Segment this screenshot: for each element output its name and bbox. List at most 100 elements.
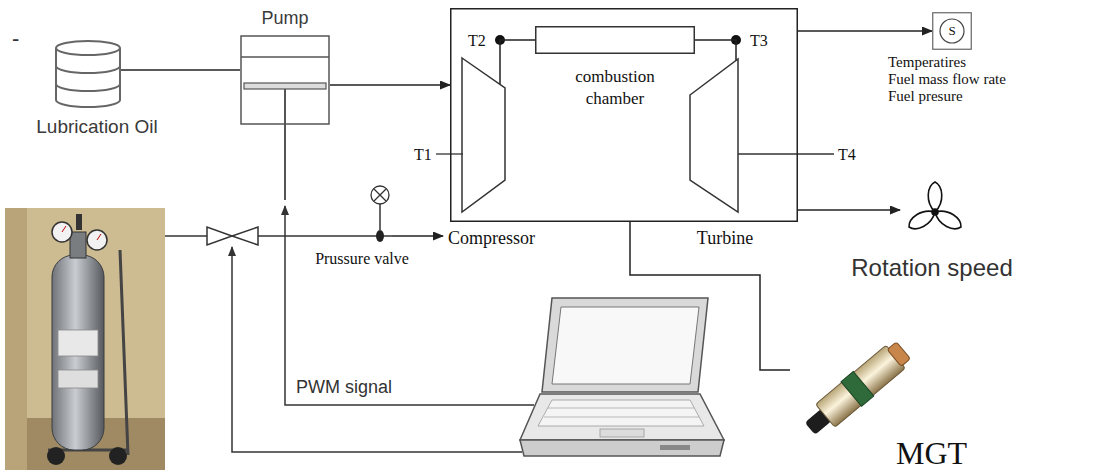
fan-icon-outline: [906, 182, 965, 233]
laptop-illustration: [520, 298, 724, 456]
mgt-photo-outline: [841, 371, 874, 406]
part-label: Rotation speed: [851, 254, 1012, 283]
combustion-chamber: combustion chamber: [535, 26, 695, 54]
laptop-illustration: [538, 400, 704, 426]
pump-box: Pump: [240, 35, 330, 125]
sensor-box-outline: [940, 19, 964, 43]
gas-cylinder-photo: [62, 226, 66, 232]
connector-line: [798, 209, 900, 211]
sensor-label: T4: [838, 145, 856, 164]
laptop-illustration: [548, 408, 694, 409]
compressor-shape-outline: [462, 58, 505, 212]
part-label: Turbine: [697, 228, 753, 250]
pump-box-outline: [284, 89, 286, 124]
probe-line: [738, 153, 834, 154]
fan-icon-outline: [928, 182, 942, 212]
laptop-illustration: [542, 298, 708, 392]
pressure-valve-outline: [379, 204, 381, 230]
gas-cylinder-photo: [87, 230, 107, 250]
pressure-valve-outline: [376, 230, 384, 242]
gas-cylinder-photo: [58, 370, 98, 388]
connector-line: [330, 84, 450, 86]
sensor-label: T1: [414, 145, 432, 164]
probe-line: [436, 153, 463, 154]
pressure-valve-outline: [371, 186, 389, 204]
sensor-box: S: [932, 12, 972, 50]
gas-cylinder-photo: [120, 250, 128, 455]
gas-cylinder-photo: [58, 330, 98, 356]
gas-line: [165, 235, 207, 237]
engine-housing-outline: [451, 9, 798, 222]
part-label: Compressor: [448, 228, 535, 250]
pump-box-outline: [241, 56, 329, 58]
pressure-valve-outline: [368, 185, 392, 243]
sensor-box-outline: [933, 13, 972, 50]
gas-cylinder-photo: [97, 234, 101, 240]
mgt-photo-outline: [887, 342, 910, 367]
mark-label: -: [12, 26, 19, 52]
signal-label: PWM signal: [296, 377, 392, 399]
oil-drum-outline: [56, 66, 120, 91]
connector-line: [121, 69, 240, 71]
combustion-chamber-outline: [535, 26, 695, 54]
oil-drum-outline: [55, 40, 121, 108]
oil-drum-outline: [56, 48, 120, 107]
laptop-illustration: [660, 445, 690, 450]
pressure-valve-outline: [374, 189, 386, 201]
part-label: Lubrication Oil: [36, 116, 157, 139]
turbine-shape: Turbine: [680, 58, 770, 252]
gas-cylinder-photo: [47, 447, 65, 465]
measurement-label: Fuel mass flow rate: [888, 70, 1006, 88]
laptop-illustration: [552, 307, 699, 384]
fan-icon-outline: [932, 206, 965, 233]
connector-line: [500, 40, 535, 84]
sensor-letter: S: [948, 23, 955, 39]
valve-control-wire: [232, 247, 522, 452]
connector-line: [630, 222, 790, 370]
oil-drum: Lubrication Oil: [55, 40, 121, 108]
gas-cylinder-photo: [5, 208, 27, 470]
fan-icon-outline: [900, 180, 970, 244]
connector-line: [392, 235, 443, 237]
part-label: combustion chamber: [565, 66, 665, 110]
gas-line: [258, 235, 392, 237]
mgt-photo-outline: [790, 330, 935, 440]
engine-housing-outline: [450, 8, 798, 222]
part-label: Prussure valve: [315, 249, 409, 268]
three-way-valve-symbol: [207, 227, 258, 245]
turbine-shape-outline: [680, 58, 770, 252]
pump-box-outline: [241, 36, 329, 124]
gas-cylinder-photo: [5, 208, 165, 470]
measurement-label: Temperatires: [888, 53, 966, 71]
gas-cylinder-photo: [5, 208, 165, 470]
laptop-illustration: [600, 429, 644, 437]
sensor-label: T2: [468, 31, 486, 50]
pump-box-outline: [244, 83, 326, 89]
laptop-illustration: [544, 417, 699, 418]
part-label: Pump: [261, 8, 308, 30]
connector-line: [695, 40, 736, 61]
combustion-chamber-outline: [536, 27, 695, 54]
three-way-valve-symbol: [207, 227, 232, 245]
gas-cylinder-photo: [109, 447, 127, 465]
fan-icon-outline: [932, 209, 938, 215]
connector-line: [798, 30, 932, 32]
mgt-photo: MGT: [790, 330, 935, 440]
three-way-valve-symbol: [232, 227, 258, 245]
mgt-photo-outline: [800, 338, 914, 441]
sensor-label: T3: [750, 31, 768, 50]
turbine-shape-outline: [690, 59, 738, 212]
laptop-illustration: [520, 394, 724, 440]
gas-cylinder-photo: [52, 255, 104, 450]
pump-box-outline: [240, 35, 330, 125]
engine-housing: T2T3Compressorcombustion chamberTurbine: [450, 8, 798, 222]
pressure-valve: Prussure valve: [368, 185, 392, 243]
gas-cylinder-photo: [52, 222, 72, 242]
laptop-illustration: [520, 440, 724, 456]
oil-drum-outline: [56, 41, 120, 55]
measurement-label: Fuel presure: [888, 87, 963, 105]
part-label: MGT: [896, 434, 967, 472]
compressor-shape: Compressor: [443, 55, 548, 252]
